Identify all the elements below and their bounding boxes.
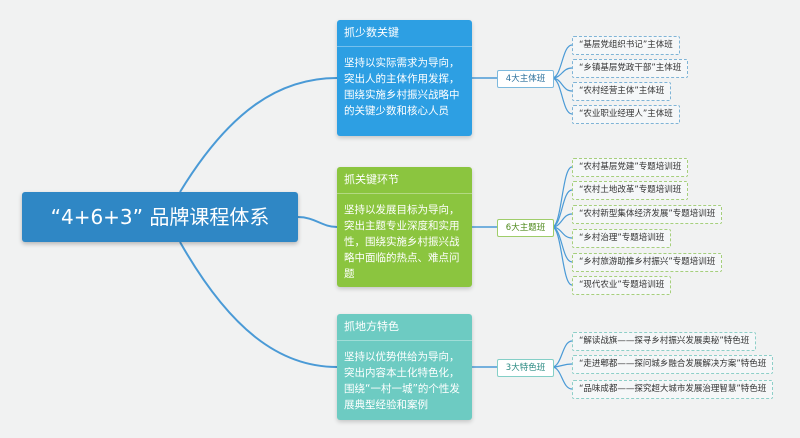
links-group2: [551, 166, 573, 286]
links-group1: [551, 44, 573, 115]
link-root-branch3: [179, 241, 338, 368]
leaf-node: “解读战旗——探寻乡村振兴发展奥秘”特色班: [572, 332, 757, 351]
branch-description: 坚持以实际需求为导向，突出人的主体作用发挥，围绕实施乡村振兴战略中的关键少数和核…: [344, 57, 460, 117]
leaf-node: “走进郫都——探问城乡融合发展解决方案”特色班: [572, 355, 774, 374]
leaf-node: “农村基层党建”专题培训班: [572, 158, 689, 177]
branch-title: 抓地方特色: [337, 314, 472, 341]
links-group3: [551, 340, 573, 390]
leaf-node: “农村土地改革”专题培训班: [572, 181, 689, 200]
leaf-node: “乡镇基层党政干部”主体班: [572, 59, 689, 78]
leaf-node: “农村新型集体经济发展”专题培训班: [572, 205, 723, 224]
branch-node-2: 抓关键环节 坚持以发展目标为导向，突出主题专业深度和实用性，围绕实施乡村振兴战略…: [337, 167, 472, 287]
tag-node-1: 4大主体班: [497, 70, 554, 88]
branch-title: 抓关键环节: [337, 167, 472, 194]
leaf-node: “农村经营主体”主体班: [572, 82, 672, 101]
leaf-node: “乡村旅游助推乡村振兴”专题培训班: [572, 253, 723, 272]
root-node: “4+6+3” 品牌课程体系: [22, 192, 298, 242]
leaf-node: “基层党组织书记”主体班: [572, 36, 680, 55]
leaf-node: “现代农业”专题培训班: [572, 276, 672, 295]
leaf-node: “品味成都——探究超大城市发展治理智慧”特色班: [572, 380, 774, 399]
branch-node-1: 抓少数关键 坚持以实际需求为导向，突出人的主体作用发挥，围绕实施乡村振兴战略中的…: [337, 20, 472, 136]
branch-node-3: 抓地方特色 坚持以优势供给为导向，突出内容本土化特色化，围绕“一村一城”的个性发…: [337, 314, 472, 420]
leaf-node: “乡村治理”专题培训班: [572, 229, 672, 248]
tag-node-3: 3大特色班: [497, 359, 554, 377]
link-root-branch1: [179, 77, 338, 193]
branch-title: 抓少数关键: [337, 20, 472, 47]
branch-description: 坚持以优势供给为导向，突出内容本土化特色化，围绕“一村一城”的个性发展典型经验和…: [344, 351, 460, 411]
leaf-node: “农业职业经理人”主体班: [572, 105, 680, 124]
link-root-branch2: [297, 216, 338, 228]
tag-node-2: 6大主题班: [497, 219, 554, 237]
branch-description: 坚持以发展目标为导向，突出主题专业深度和实用性，围绕实施乡村振兴战略中面临的热点…: [344, 204, 460, 280]
